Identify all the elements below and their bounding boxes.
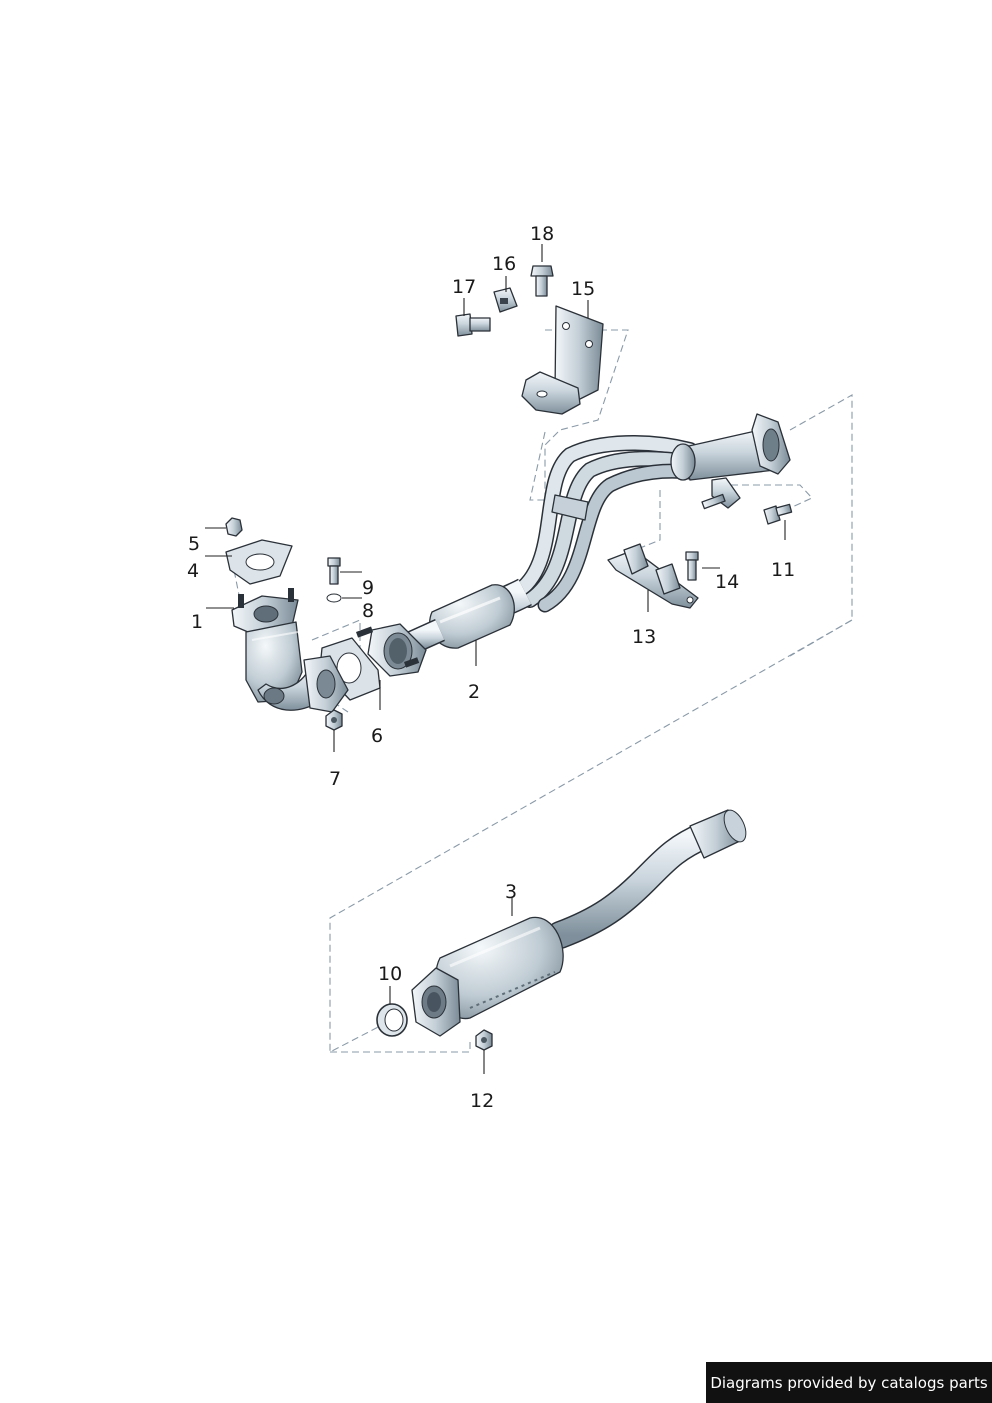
nut-5	[225, 517, 243, 537]
front-exhaust-pipe	[367, 413, 791, 677]
callout-1: 1	[191, 611, 203, 633]
gasket-6	[319, 637, 381, 701]
rear-exhaust-section	[411, 809, 747, 1037]
callout-18: 18	[530, 223, 554, 245]
studs-8	[356, 626, 420, 668]
callout-4: 4	[187, 560, 199, 582]
bolt-14	[685, 551, 699, 581]
bolt-9	[326, 557, 342, 603]
callout-9: 9	[362, 577, 374, 599]
callout-6: 6	[371, 725, 383, 747]
leader-lines	[205, 244, 786, 1074]
callout-2: 2	[468, 681, 480, 703]
callout-labels: 1 2 3 4 5 6 7 8 9 10 11 12 13 14 15 16 1…	[187, 223, 795, 1112]
clip-nut-16	[493, 287, 518, 313]
mounting-bracket-13	[607, 543, 699, 609]
nut-12	[475, 1029, 493, 1051]
callout-8: 8	[362, 600, 374, 622]
bolt-17	[455, 313, 491, 337]
callout-12: 12	[470, 1090, 494, 1112]
bolt-18	[530, 265, 554, 297]
callout-7: 7	[329, 768, 341, 790]
callout-15: 15	[571, 278, 595, 300]
catalytic-converter-front	[231, 588, 349, 713]
callout-11: 11	[771, 559, 795, 581]
heat-shield-bracket	[521, 305, 604, 415]
nut-7	[325, 709, 343, 731]
callout-16: 16	[492, 253, 516, 275]
callout-17: 17	[452, 276, 476, 298]
callout-13: 13	[632, 626, 656, 648]
callout-10: 10	[378, 963, 402, 985]
seal-ring-10	[376, 1003, 408, 1037]
assembly-dashed-lines	[231, 329, 853, 1053]
callout-3: 3	[505, 881, 517, 903]
callout-5: 5	[188, 533, 200, 555]
stud-tab	[701, 493, 726, 510]
callout-14: 14	[715, 571, 739, 593]
credit-banner: Diagrams provided by catalogs parts	[706, 1362, 992, 1403]
gasket-4	[225, 539, 293, 585]
bolt-11	[763, 503, 793, 525]
